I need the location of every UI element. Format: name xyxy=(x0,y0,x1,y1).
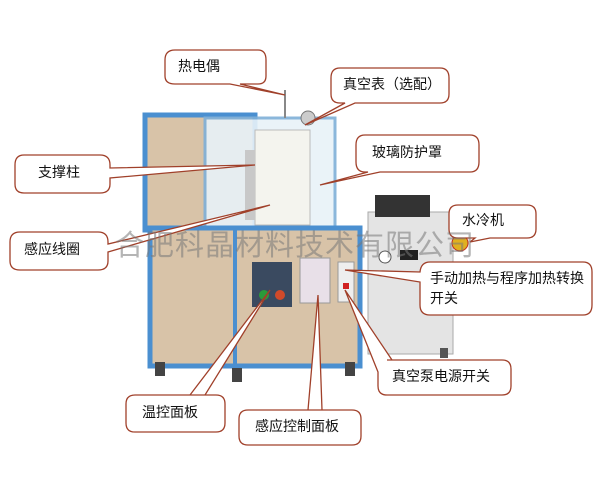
callout-glass-shield: 玻璃防护罩 xyxy=(372,145,442,161)
callout-temp-panel: 温控面板 xyxy=(142,405,198,421)
vacuum-pump-switch xyxy=(343,283,349,289)
callout-induction-panel: 感应控制面板 xyxy=(255,419,339,435)
callout-thermocouple: 热电偶 xyxy=(178,59,220,75)
temp-control-panel xyxy=(252,262,292,307)
fan-icon xyxy=(375,195,430,217)
callout-mode-switch: 手动加热与程序加热转换开关 xyxy=(430,271,584,307)
callout-induction-coil: 感应线圈 xyxy=(24,242,80,258)
callout-vacuum-gauge: 真空表（选配） xyxy=(343,77,441,93)
callout-water-chiller: 水冷机 xyxy=(462,213,504,229)
callout-support-column: 支撑柱 xyxy=(38,165,80,181)
company-watermark: 合肥科晶材料技术有限公司 xyxy=(115,228,476,262)
support-column xyxy=(245,150,255,220)
induction-control-panel xyxy=(299,257,331,304)
callout-vacuum-pump-switch: 真空泵电源开关 xyxy=(392,369,490,385)
